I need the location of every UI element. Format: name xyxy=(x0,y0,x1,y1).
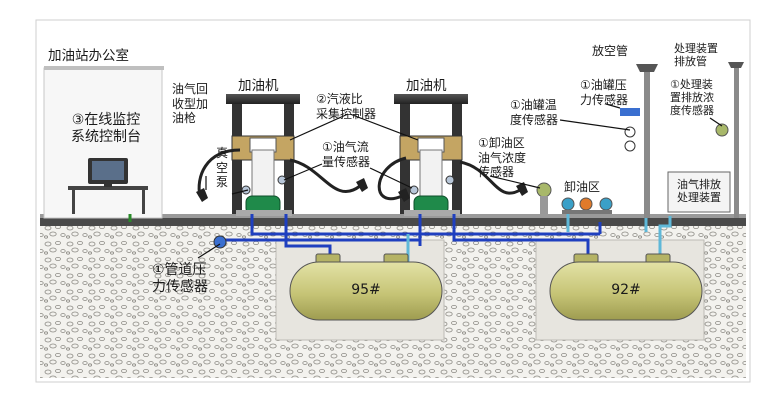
hose-2 xyxy=(289,158,361,194)
hose-3 xyxy=(377,156,407,200)
ground-slab xyxy=(40,218,746,226)
vent-pipe-label: 放空管 xyxy=(592,44,629,58)
blue-pipe-main xyxy=(250,214,600,236)
tank-pressure-sensor-label: ①油罐压 力传感器 xyxy=(580,78,629,107)
dispenser-2 xyxy=(394,94,468,216)
treatment-concentration-sensor-icon xyxy=(715,123,729,137)
office-roof xyxy=(44,66,164,70)
unloading-valve-icon xyxy=(561,197,575,211)
dispenser-1 xyxy=(226,94,300,216)
tank-92-label: 92# xyxy=(611,282,641,298)
tank-95 xyxy=(289,253,443,321)
nozzle-icon xyxy=(196,188,208,202)
treatment-device-label: 油气排放 处理装置 xyxy=(677,178,721,204)
unloading-concentration-sensor-icon xyxy=(536,182,552,198)
tank-95-label: 95# xyxy=(351,282,381,298)
treatment-vent-label: 处理装置 排放管 xyxy=(674,42,718,68)
treatment-vent-pipe xyxy=(734,66,739,218)
console-desk xyxy=(68,186,148,190)
hose-4 xyxy=(459,160,521,195)
vapor-nozzle-label: 油气回 收型加 油枪 xyxy=(172,82,209,125)
vacuum-pump-label: 真 空 泵 xyxy=(216,146,229,189)
tank-temp-sensor-label: ①油罐温 度传感器 xyxy=(510,98,559,127)
unloading-concentration-sensor-label: ①卸油区 油气浓度 传感器 xyxy=(478,136,527,179)
treatment-device-box xyxy=(667,171,731,213)
dispenser-1-label: 加油机 xyxy=(238,78,279,94)
ground-surface xyxy=(40,214,746,218)
monitor-console-label: ③在线监控 系统控制台 xyxy=(71,112,141,145)
pipeline-pressure-sensor-label: ①管道压 力传感器 xyxy=(152,262,208,295)
tank-pressure-sensor-icon xyxy=(620,108,640,116)
unloading-area-label: 卸油区 xyxy=(564,180,601,194)
hose-1 xyxy=(197,148,241,197)
dispenser-2-label: 加油机 xyxy=(406,78,447,94)
vent-pipe xyxy=(644,68,650,218)
ratio-controller-label: ②汽液比 采集控制器 xyxy=(316,92,377,121)
office-label: 加油站办公室 xyxy=(48,48,129,64)
pipeline-pressure-sensor-icon xyxy=(213,235,227,249)
cyan-pipe xyxy=(658,216,672,262)
tank-92 xyxy=(549,253,703,321)
treatment-concentration-sensor-label: ①处理装 置排放浓 度传感器 xyxy=(670,78,714,117)
flow-sensor-label: ①油气流 量传感器 xyxy=(322,140,371,169)
